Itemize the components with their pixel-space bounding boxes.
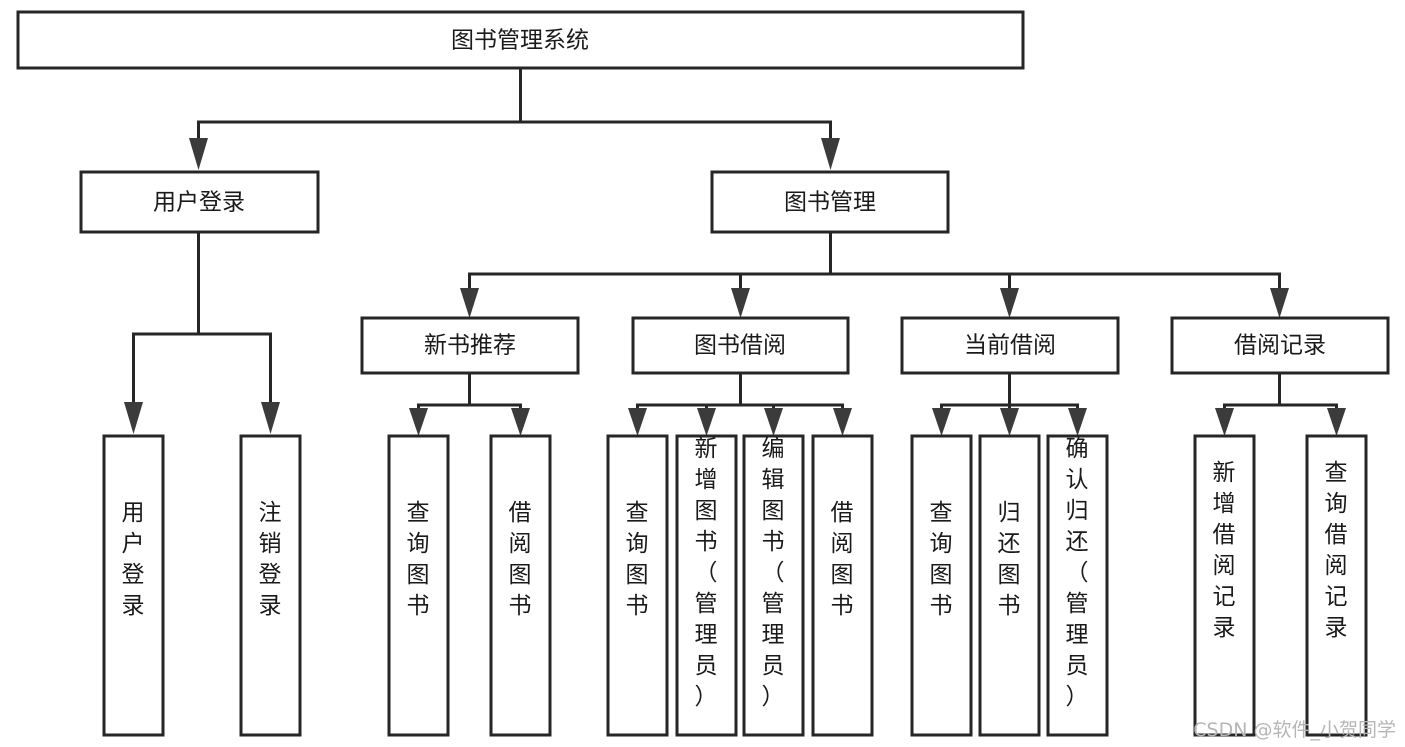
leaf-user-logout[interactable]: 注销登录: [239, 434, 302, 737]
leaf-add-book-box[interactable]: [675, 434, 738, 737]
arrowhead-leaf-query-record: [1327, 408, 1346, 436]
node-current-borrow[interactable]: 当前借阅: [900, 316, 1120, 375]
arrowhead-borrow-record: [1270, 288, 1289, 318]
leaf-query-record-label: 查询借阅记录: [1325, 460, 1348, 641]
node-borrow-record-label: 借阅记录: [1234, 333, 1326, 359]
node-borrow-record[interactable]: 借阅记录: [1170, 316, 1390, 375]
leaf-query-record-box[interactable]: [1305, 434, 1368, 737]
arrowhead-leaf-query-book-3: [932, 408, 951, 436]
leaf-user-login[interactable]: 用户登录: [102, 434, 165, 737]
arrowhead-leaf-query-book-1: [409, 408, 428, 436]
arrowhead-new-book-recommend: [460, 288, 479, 318]
leaf-add-book[interactable]: 新增图书（管理员）: [675, 434, 738, 737]
node-root[interactable]: 图书管理系统: [16, 10, 1025, 70]
leaf-user-logout-label: 注销登录: [259, 500, 282, 619]
leaf-query-record[interactable]: 查询借阅记录: [1305, 434, 1368, 737]
leaf-return-book-box[interactable]: [978, 434, 1041, 737]
node-user-login[interactable]: 用户登录: [79, 170, 320, 234]
leaf-confirm-return-box[interactable]: [1046, 434, 1109, 737]
leaf-query-book-1-box[interactable]: [387, 434, 450, 737]
node-new-book-recommend[interactable]: 新书推荐: [360, 316, 580, 375]
arrowhead-leaf-user-login: [124, 402, 143, 434]
leaf-confirm-return-label: 确认归还（管理员）: [1066, 436, 1089, 710]
leaf-return-book-label: 归还图书: [998, 500, 1021, 619]
node-borrow-record-box[interactable]: [1170, 316, 1390, 375]
arrowhead-leaf-add-book: [697, 408, 716, 436]
leaf-query-book-3-label: 查询图书: [930, 500, 953, 619]
leaf-query-book-1-label: 查询图书: [407, 500, 430, 619]
node-current-borrow-label: 当前借阅: [964, 333, 1056, 359]
leaf-query-book-2-label: 查询图书: [626, 500, 649, 619]
leaf-query-book-3-box[interactable]: [910, 434, 973, 737]
leaf-add-book-label: 新增图书（管理员）: [695, 436, 718, 710]
node-new-book-recommend-box[interactable]: [360, 316, 580, 375]
node-book-manage-label: 图书管理: [784, 190, 876, 216]
leaf-user-login-label: 用户登录: [122, 500, 145, 619]
leaf-edit-book-label: 编辑图书（管理员）: [762, 436, 785, 710]
leaf-borrow-book-1-label: 借阅图书: [509, 500, 532, 619]
leaf-query-book-3[interactable]: 查询图书: [910, 434, 973, 737]
node-book-borrow-label: 图书借阅: [694, 333, 786, 359]
leaf-user-logout-box[interactable]: [239, 434, 302, 737]
node-root-box[interactable]: [16, 10, 1025, 70]
arrowhead-current-borrow: [1000, 288, 1019, 318]
leaf-edit-book-box[interactable]: [742, 434, 805, 737]
arrowhead-book-manage: [821, 138, 840, 170]
leaf-borrow-book-1-box[interactable]: [489, 434, 552, 737]
arrowhead-leaf-borrow-book-1: [511, 408, 530, 436]
node-user-login-box[interactable]: [79, 170, 320, 234]
leaf-query-book-2[interactable]: 查询图书: [606, 434, 669, 737]
arrowhead-leaf-query-book-2: [628, 408, 647, 436]
leaf-borrow-book-1[interactable]: 借阅图书: [489, 434, 552, 737]
leaf-add-record-label: 新增借阅记录: [1213, 460, 1236, 641]
node-book-manage-box[interactable]: [710, 170, 950, 234]
arrowhead-leaf-borrow-book-2: [833, 408, 852, 436]
arrowhead-leaf-return-book: [1000, 408, 1019, 436]
arrowhead-user-login: [189, 138, 208, 170]
leaf-borrow-book-2-label: 借阅图书: [831, 500, 854, 619]
arrowhead-leaf-confirm-return: [1068, 408, 1087, 436]
arrowhead-leaf-edit-book: [764, 408, 783, 436]
csdn-watermark: CSDN @软件_小贺同学: [1193, 719, 1396, 741]
arrowhead-leaf-user-logout: [261, 402, 280, 434]
leaf-query-book-2-box[interactable]: [606, 434, 669, 737]
leaf-confirm-return[interactable]: 确认归还（管理员）: [1046, 434, 1109, 737]
node-root-label: 图书管理系统: [451, 28, 589, 54]
leaf-borrow-book-2[interactable]: 借阅图书: [811, 434, 874, 737]
node-book-borrow-box[interactable]: [631, 316, 850, 375]
node-new-book-recommend-label: 新书推荐: [424, 333, 516, 359]
leaf-borrow-book-2-box[interactable]: [811, 434, 874, 737]
arrowhead-book-borrow: [731, 288, 750, 318]
connector-layer: [124, 66, 1346, 436]
node-user-login-label: 用户登录: [153, 190, 245, 216]
node-current-borrow-box[interactable]: [900, 316, 1120, 375]
node-book-borrow[interactable]: 图书借阅: [631, 316, 850, 375]
node-book-manage[interactable]: 图书管理: [710, 170, 950, 234]
leaf-query-book-1[interactable]: 查询图书: [387, 434, 450, 737]
leaf-return-book[interactable]: 归还图书: [978, 434, 1041, 737]
leaf-user-login-box[interactable]: [102, 434, 165, 737]
leaf-edit-book[interactable]: 编辑图书（管理员）: [742, 434, 805, 737]
leaf-add-record-box[interactable]: [1193, 434, 1256, 737]
arrowhead-leaf-add-record: [1215, 408, 1234, 436]
leaf-add-record[interactable]: 新增借阅记录: [1193, 434, 1256, 737]
